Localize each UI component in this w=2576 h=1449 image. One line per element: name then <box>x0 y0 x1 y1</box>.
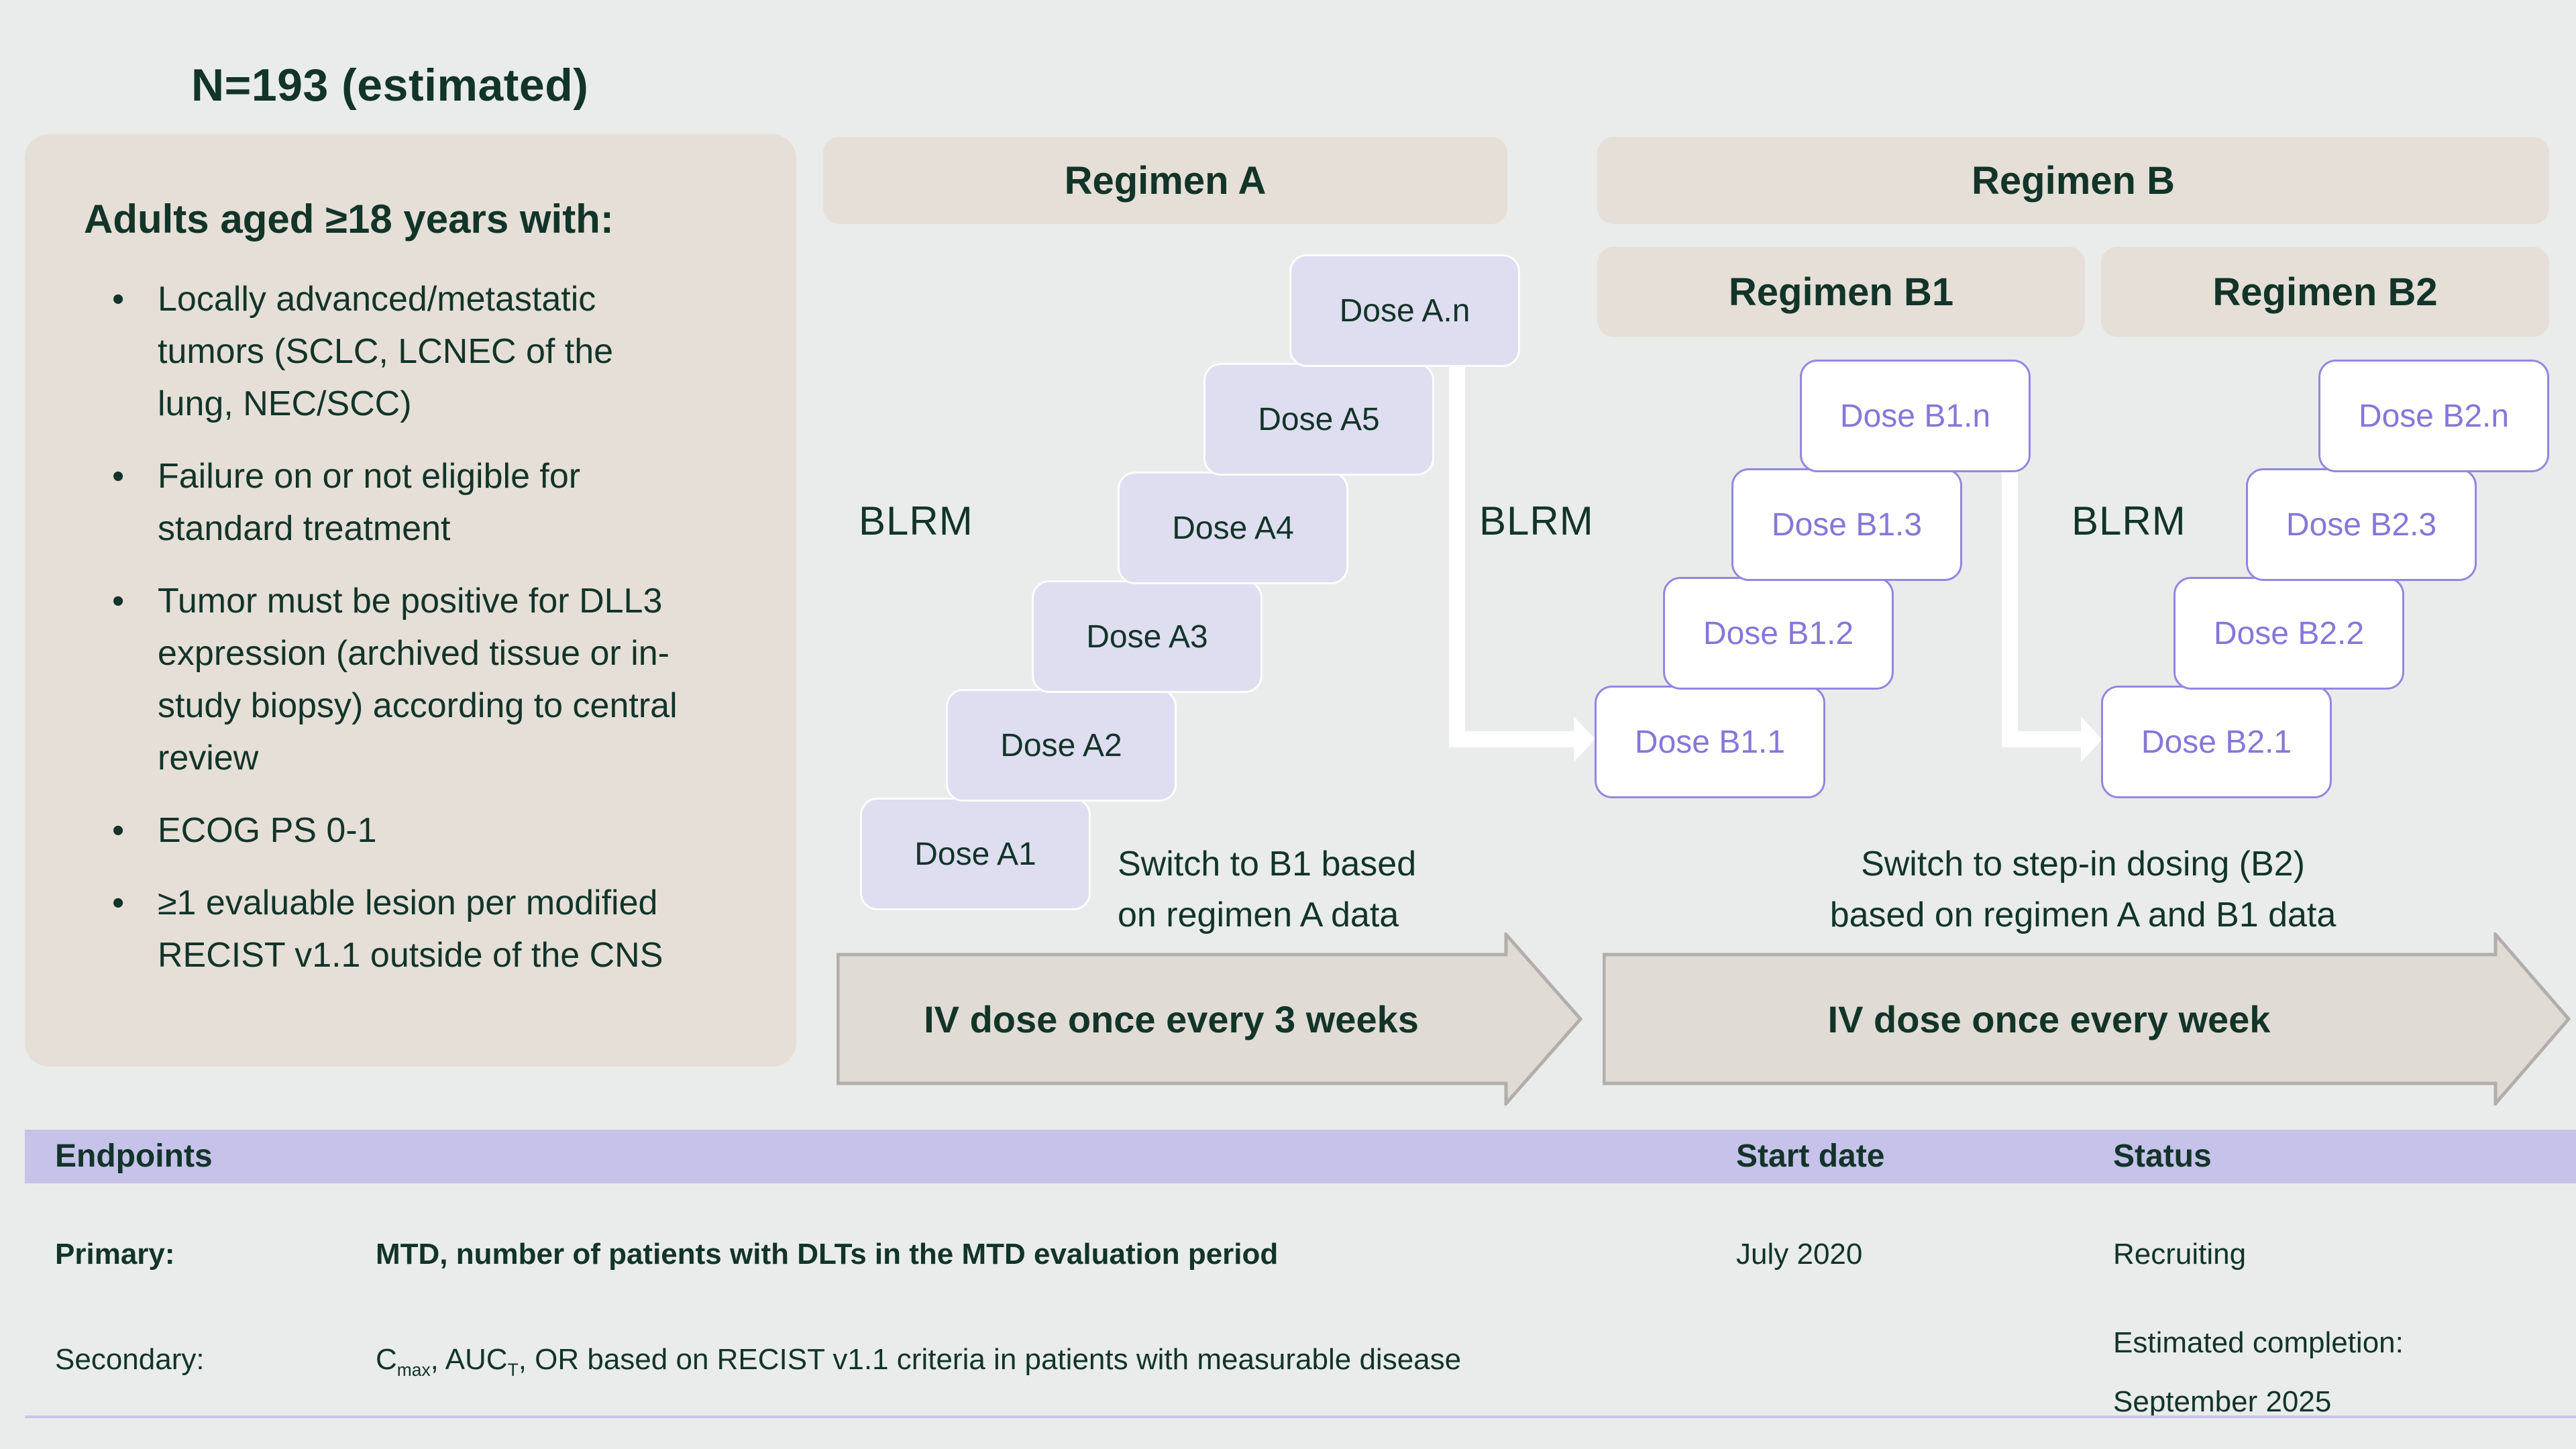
blrm-label-regimen-a: BLRM <box>859 498 973 543</box>
connector-b1-to-b2-horizontal <box>2002 731 2081 747</box>
dose-box-b2-n: Dose B2.n <box>2318 360 2549 472</box>
dose-box-b2-2: Dose B2.2 <box>2174 577 2404 690</box>
connector-a-to-b1-horizontal <box>1449 731 1574 747</box>
endpoints-table-header-row: Endpoints Start date Status <box>25 1130 2576 1183</box>
dose-box-b1-3: Dose B1.3 <box>1731 468 1962 581</box>
sample-size-title: N=193 (estimated) <box>191 60 589 111</box>
schedule-arrow-b-label: IV dose once every week <box>1827 998 2271 1040</box>
connector-b1-to-b2-vertical <box>2002 466 2018 747</box>
connector-a-to-b1-arrowhead-icon <box>1574 716 1595 762</box>
eligibility-list: Locally advanced/metastatic tumors (SCLC… <box>84 273 691 981</box>
status-column-header: Status <box>2113 1138 2212 1174</box>
regimen-b2-header: Regimen B2 <box>2101 247 2549 337</box>
secondary-status-line: September 2025 <box>2113 1385 2332 1418</box>
blrm-label-regimen-b2: BLRM <box>2072 498 2186 543</box>
dose-box-a5: Dose A5 <box>1203 363 1434 476</box>
table-bottom-divider <box>25 1415 2576 1418</box>
primary-start-date: July 2020 <box>1736 1238 1863 1271</box>
dose-box-b1-1: Dose B1.1 <box>1595 686 1825 798</box>
eligibility-item: Locally advanced/metastatic tumors (SCLC… <box>84 273 691 430</box>
dose-box-a3: Dose A3 <box>1032 580 1263 693</box>
secondary-status: Estimated completion: September 2025 <box>2113 1313 2404 1432</box>
dose-box-b2-1: Dose B2.1 <box>2101 686 2332 798</box>
dose-box-b1-2: Dose B1.2 <box>1663 577 1894 690</box>
eligibility-item: Failure on or not eligible for standard … <box>84 450 691 555</box>
connector-b1-to-b2-arrowhead-icon <box>2081 716 2102 762</box>
eligibility-item: ≥1 evaluable lesion per modified RECIST … <box>84 877 691 981</box>
secondary-status-line: Estimated completion: <box>2113 1326 2404 1359</box>
dose-box-a4: Dose A4 <box>1118 472 1348 584</box>
switch-note-line: on regimen A data <box>1118 896 1399 934</box>
dose-box-a2: Dose A2 <box>946 689 1177 802</box>
primary-endpoint-label: Primary: <box>55 1238 175 1271</box>
start-date-column-header: Start date <box>1736 1138 1885 1174</box>
dose-box-b2-3: Dose B2.3 <box>2246 468 2477 581</box>
dose-box-an: Dose A.n <box>1289 254 1520 367</box>
secondary-endpoint-description: Cmax, AUCT, OR based on RECIST v1.1 crit… <box>376 1343 1462 1380</box>
endpoints-column-header: Endpoints <box>55 1138 213 1174</box>
dose-box-b1-n: Dose B1.n <box>1800 360 2031 472</box>
switch-note-b1-to-b2: Switch to step-in dosing (B2) based on r… <box>1781 839 2385 941</box>
regimen-b-header: Regimen B <box>1597 137 2549 224</box>
blrm-label-regimen-b1: BLRM <box>1479 498 1594 543</box>
eligibility-heading: Adults aged ≥18 years with: <box>84 197 614 241</box>
schedule-arrow-regimen-b <box>1603 932 2571 1106</box>
dose-box-a1: Dose A1 <box>860 798 1091 910</box>
switch-note-line: Switch to B1 based <box>1118 845 1417 883</box>
schedule-arrow-a-label: IV dose once every 3 weeks <box>924 998 1419 1040</box>
switch-note-a-to-b1: Switch to B1 based on regimen A data <box>1118 839 1416 941</box>
primary-status: Recruiting <box>2113 1238 2247 1271</box>
primary-endpoint-description: MTD, number of patients with DLTs in the… <box>376 1238 1279 1271</box>
regimen-a-header: Regimen A <box>823 137 1507 224</box>
eligibility-item: ECOG PS 0-1 <box>84 804 691 857</box>
secondary-endpoint-label: Secondary: <box>55 1343 205 1376</box>
regimen-b1-header: Regimen B1 <box>1597 247 2085 337</box>
eligibility-item: Tumor must be positive for DLL3 expressi… <box>84 575 691 784</box>
switch-note-line: Switch to step-in dosing (B2) <box>1861 845 2305 883</box>
schedule-arrow-regimen-a <box>837 932 1582 1106</box>
switch-note-line: based on regimen A and B1 data <box>1829 896 2337 934</box>
eligibility-panel: Adults aged ≥18 years with: Locally adva… <box>25 134 796 1067</box>
connector-a-to-b1-vertical <box>1449 366 1465 747</box>
